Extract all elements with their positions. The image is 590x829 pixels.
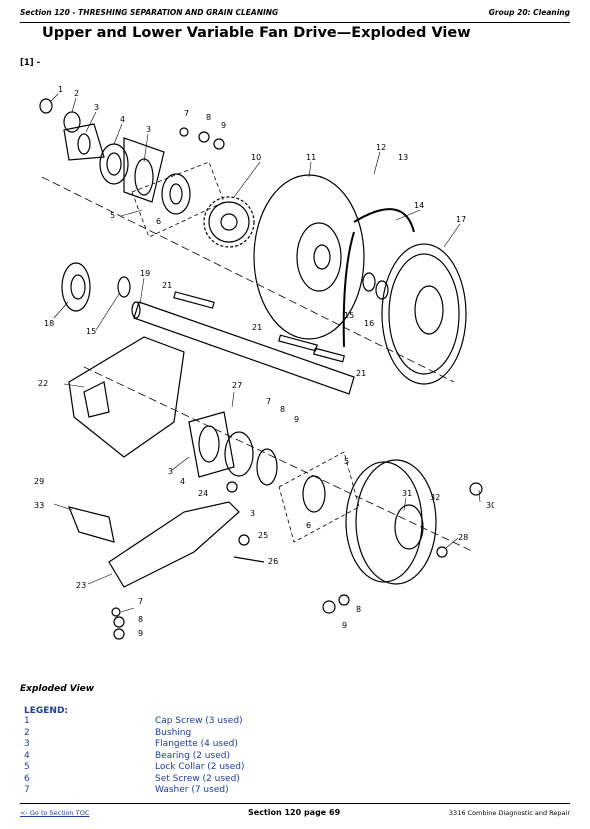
callout-3: 3 [94, 103, 99, 112]
callout-2: 2 [74, 89, 79, 98]
callout-18: 18 [44, 319, 54, 328]
group-title: Group 20: Cleaning [488, 8, 570, 17]
callout-13: 13 [398, 153, 408, 162]
legend-number: 7 [24, 785, 30, 795]
page-header: Section 120 - THRESHING SEPARATION AND G… [20, 8, 570, 22]
callout-24: 24 [198, 489, 208, 498]
callout-28: 28 [458, 533, 468, 542]
document-title: 3316 Combine Diagnostic and Repair [448, 809, 570, 817]
callout-8b: 8 [280, 405, 285, 414]
legend-item: 2 Bushing [24, 728, 324, 740]
legend-list: 1 Cap Screw (3 used) 2 Bushing 3 Flangette … [24, 716, 324, 797]
callout-32: 32 [430, 493, 440, 502]
callout-21c: 21 [356, 369, 366, 378]
callout-3c: 3 [168, 467, 173, 476]
legend-heading: LEGEND: [24, 706, 69, 716]
callout-7c: 7 [138, 597, 143, 606]
legend-number: 2 [24, 727, 30, 738]
callout-12: 12 [376, 143, 386, 152]
callout-30: 30 [486, 501, 494, 510]
callout-7: 7 [184, 109, 189, 118]
callout-15: 15 [86, 327, 96, 336]
callout-15b: 15 [344, 311, 354, 320]
callout-5b: 5 [344, 457, 349, 466]
callout-26: 26 [268, 557, 278, 566]
callout-8: 8 [206, 113, 211, 122]
page-number: Section 120 page 69 [248, 808, 341, 817]
page-title: Upper and Lower Variable Fan Drive—Explo… [42, 25, 471, 41]
callout-3d: 3 [250, 509, 255, 518]
callout-1: 1 [58, 85, 63, 94]
callout-4: 4 [120, 115, 125, 124]
callout-9: 9 [221, 121, 226, 130]
footer-divider [20, 803, 570, 804]
callout-17: 17 [456, 215, 466, 224]
legend-text: Lock Collar (2 used) [155, 762, 245, 772]
callout-21a: 21 [162, 281, 172, 290]
callout-19: 19 [140, 269, 150, 278]
callout-31: 31 [402, 489, 412, 498]
callout-33: 33 [34, 501, 44, 510]
legend-item: 4 Bearing (2 used) [24, 751, 324, 763]
callout-14: 14 [414, 201, 424, 210]
callout-7b: 7 [266, 397, 271, 406]
legend-item: 6 Set Screw (2 used) [24, 774, 324, 786]
callout-23: 23 [76, 581, 86, 590]
legend-item: 1 Cap Screw (3 used) [24, 716, 324, 728]
callout-8c: 8 [138, 615, 143, 624]
callout-4b: 4 [180, 477, 185, 486]
callout-10: 10 [251, 153, 261, 162]
callout-29: 29 [34, 477, 44, 486]
callout-9d: 9 [342, 621, 347, 630]
legend-text: Set Screw (2 used) [155, 773, 240, 784]
figure-caption: Exploded View [20, 684, 95, 694]
callout-5: 5 [110, 211, 115, 220]
callout-9b: 9 [294, 415, 299, 424]
figure-reference: [1] - [20, 58, 41, 68]
callout-8d: 8 [356, 605, 361, 614]
legend-item: 3 Flangette (4 used) [24, 739, 324, 751]
section-title: Section 120 - THRESHING SEPARATION AND G… [20, 8, 279, 17]
section-toc-link[interactable]: <- Go to Section TOC [20, 809, 90, 817]
legend-item: 7 Washer (7 used) [24, 785, 324, 797]
callout-22: 22 [38, 379, 48, 388]
legend-text: Bearing (2 used) [155, 750, 230, 761]
legend-number: 5 [24, 762, 30, 772]
header-divider [20, 22, 570, 23]
legend-number: 6 [24, 773, 30, 784]
legend-text: Washer (7 used) [155, 785, 229, 795]
callout-6: 6 [156, 217, 161, 226]
page-footer: <- Go to Section TOC Section 120 page 69… [20, 808, 570, 820]
legend-item: 5 Lock Collar (2 used) [24, 762, 324, 774]
callout-9c: 9 [138, 629, 143, 638]
legend-text: Bushing [155, 727, 192, 738]
exploded-view-drawing: 1 2 3 4 3 6 5 7 8 9 10 11 12 13 14 17 18… [34, 85, 494, 640]
callout-25: 25 [258, 531, 268, 540]
legend-number: 4 [24, 750, 30, 761]
legend-number: 1 [24, 716, 30, 726]
legend-text: Cap Screw (3 used) [155, 716, 243, 726]
callout-16: 16 [364, 319, 374, 328]
legend-number: 3 [24, 739, 30, 749]
callout-11: 11 [306, 153, 316, 162]
legend-text: Flangette (4 used) [155, 739, 238, 749]
callout-21b: 21 [252, 323, 262, 332]
callout-3b: 3 [146, 125, 151, 134]
callout-6b: 6 [306, 521, 311, 530]
callout-27: 27 [232, 381, 242, 390]
